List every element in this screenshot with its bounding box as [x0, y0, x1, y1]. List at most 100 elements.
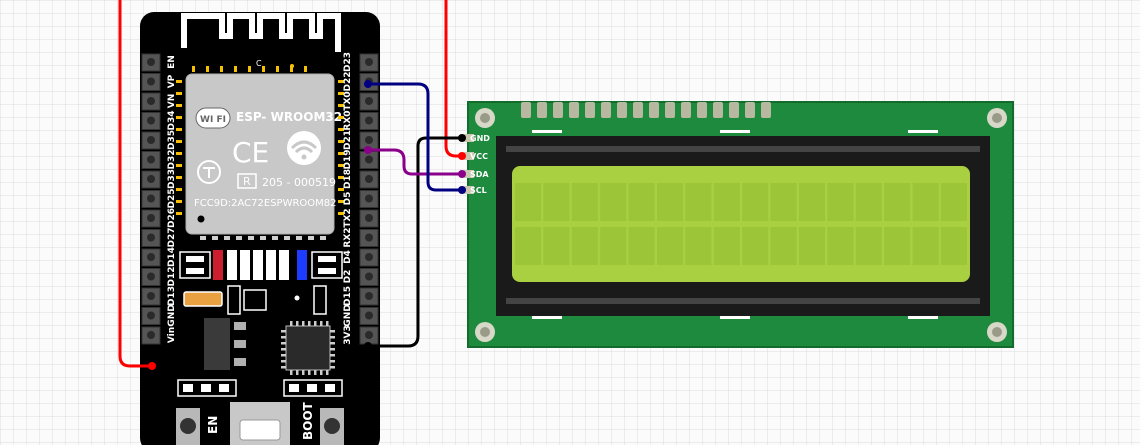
bottom-smd-row — [177, 379, 343, 397]
lcd-pin-gnd[interactable] — [464, 134, 474, 142]
lcd-top-pin — [585, 102, 595, 118]
pin-label-vp: VP — [167, 74, 177, 88]
lcd-char-cell — [657, 227, 683, 265]
header-pin-hole[interactable] — [365, 272, 373, 281]
shield-letter: C — [256, 59, 262, 68]
telec-mark-icon — [197, 160, 221, 184]
pin-label-d32: D32 — [167, 150, 177, 170]
lcd-char-cell — [628, 227, 655, 265]
en-button[interactable] — [176, 408, 200, 445]
esp32-board[interactable]: C WI FI ESP- WROOM32 CE R 205 - 000519 F… — [140, 12, 380, 445]
wire-gnd[interactable] — [368, 136, 462, 348]
header-pin-hole[interactable] — [147, 311, 155, 320]
pin-label-d25: D25 — [167, 189, 177, 209]
ce-mark: CE — [232, 136, 269, 169]
lcd-top-pin — [745, 102, 755, 118]
header-pin-hole[interactable] — [365, 292, 373, 300]
pin-label-d21: D21 — [343, 130, 353, 150]
pin-label-tx2: TX2 — [343, 208, 353, 227]
lcd-pin-label-vcc: VCC — [470, 152, 488, 161]
header-pin-hole[interactable] — [147, 116, 155, 125]
header-pin-hole[interactable] — [365, 97, 373, 105]
lcd-top-pin — [537, 102, 547, 118]
pin1-marker — [197, 215, 205, 223]
module-castellations — [176, 66, 344, 240]
header-pin-hole[interactable] — [365, 58, 373, 66]
header-pin-hole[interactable] — [147, 58, 155, 66]
header-pin-hole[interactable] — [365, 155, 373, 164]
pin-label-en: EN — [167, 55, 177, 69]
wifi-logo-icon: WI FI — [195, 107, 231, 129]
fcc-id: FCC9D:2AC72ESPWROOM82 — [194, 198, 337, 209]
lcd-top-pin — [681, 102, 691, 118]
left-pin-labels: ENVPVND34D35D32D33D25D26D27D14D12D13GNDV… — [167, 55, 177, 343]
header-pin-hole[interactable] — [147, 77, 155, 86]
header-pin-hole[interactable] — [365, 331, 373, 339]
pin-label-3v3: 3V3 — [343, 325, 353, 345]
pin-label-rx2: RX2 — [343, 227, 353, 247]
bezel-bottom-strip — [506, 298, 980, 304]
left-pin-header — [141, 53, 161, 345]
pin-label-gnd: GND — [167, 304, 177, 326]
header-pin-hole[interactable] — [365, 214, 373, 222]
pin-label-d14: D14 — [167, 247, 177, 267]
lcd-char-cell — [912, 183, 939, 221]
lcd-char-cell — [912, 227, 939, 265]
lcd-char-cell — [543, 227, 570, 265]
wire-endpoint — [458, 152, 466, 160]
lcd-char-cell — [571, 227, 598, 265]
lcd-top-pin — [697, 102, 707, 118]
wire-sda[interactable] — [368, 148, 462, 176]
wire-vcc-power[interactable] — [444, 0, 462, 158]
wire-scl[interactable] — [368, 82, 462, 192]
lcd-char-cell — [884, 227, 911, 265]
header-pin-hole[interactable] — [365, 311, 373, 320]
lcd-top-pin-row — [521, 102, 771, 118]
header-pin-hole[interactable] — [147, 253, 155, 261]
lcd-char-cell — [515, 227, 541, 265]
smd-components — [179, 250, 343, 315]
header-pin-hole[interactable] — [147, 155, 155, 164]
header-pin-hole[interactable] — [147, 97, 155, 105]
lcd-top-pin — [713, 102, 723, 118]
lcd-top-pin — [633, 102, 643, 118]
lcd-char-cell — [600, 227, 627, 265]
header-pin-hole[interactable] — [147, 331, 155, 339]
lcd-top-pin — [569, 102, 579, 118]
pin-label-d27: D27 — [167, 228, 177, 248]
mounting-hole-tr — [987, 108, 1007, 128]
lcd-pin-scl[interactable] — [464, 186, 474, 194]
lcd-top-pin — [617, 102, 627, 118]
lcd-char-cell — [827, 227, 854, 265]
header-pin-hole[interactable] — [147, 214, 155, 222]
header-pin-hole[interactable] — [147, 175, 155, 183]
lcd-char-cell — [685, 227, 712, 265]
header-pin-hole[interactable] — [365, 136, 373, 144]
voltage-regulator — [204, 318, 246, 370]
pin-label-d22: D22 — [343, 72, 353, 92]
header-pin-hole[interactable] — [147, 272, 155, 281]
cert-number: 205 - 000519 — [262, 176, 336, 189]
boot-button[interactable] — [320, 408, 344, 445]
right-pin-labels: D23D22TX0RX0D21D19D18D5TX2RX2D4D2D15GND3… — [343, 52, 353, 345]
wire-vin-power[interactable] — [118, 0, 152, 368]
header-pin-hole[interactable] — [365, 175, 373, 183]
header-pin-hole[interactable] — [365, 253, 373, 261]
pin-label-gnd: GND — [343, 304, 353, 326]
header-pin-hole[interactable] — [147, 292, 155, 300]
pin-label-d15: D15 — [343, 286, 353, 306]
wire-endpoint — [364, 146, 372, 154]
header-pin-hole[interactable] — [147, 136, 155, 144]
lcd-pin-sda[interactable] — [464, 170, 474, 178]
header-pin-hole[interactable] — [147, 194, 155, 203]
header-pin-hole[interactable] — [365, 194, 373, 203]
mounting-hole-bl — [475, 322, 495, 342]
lcd-pin-vcc[interactable] — [464, 152, 474, 160]
lcd-char-cell — [884, 183, 911, 221]
header-pin-hole[interactable] — [365, 233, 373, 242]
header-pin-hole[interactable] — [365, 116, 373, 125]
header-pin-hole[interactable] — [147, 233, 155, 242]
pin-label-d34: D34 — [167, 111, 177, 131]
